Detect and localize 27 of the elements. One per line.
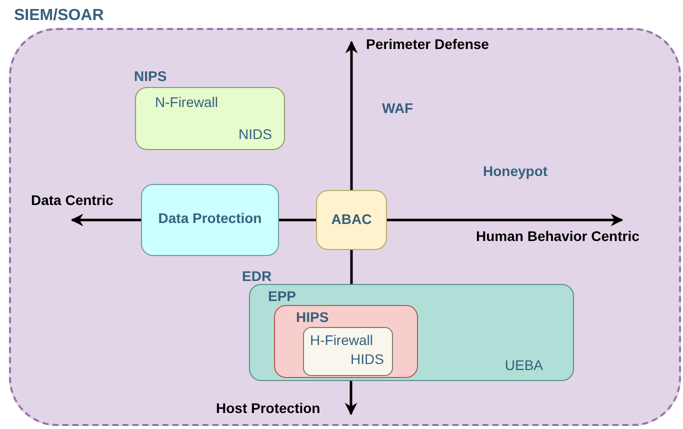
connector-line — [279, 218, 316, 222]
group-heading: H-Firewall — [310, 332, 373, 350]
component-label: ABAC — [330, 211, 373, 228]
component-label: UEBA — [504, 356, 543, 374]
connector-line — [350, 250, 353, 284]
component-box — [316, 190, 387, 250]
group-heading: EDR — [242, 268, 272, 286]
axis-arrow — [387, 214, 624, 226]
axis-arrow — [70, 214, 141, 226]
component-box — [303, 327, 393, 376]
axis-label: Perimeter Defense — [366, 36, 516, 54]
group-heading: NIPS — [134, 68, 167, 86]
component-label: Data Protection — [157, 210, 263, 228]
component-label: HIPS — [296, 309, 329, 326]
component-label: NIDS — [238, 126, 272, 143]
category-label: WAF — [382, 100, 414, 118]
axis-arrow — [344, 381, 358, 416]
group-heading: SIEM/SOAR — [14, 6, 104, 26]
group-heading: EPP — [268, 288, 296, 306]
axis-label: Data Centric — [31, 192, 132, 210]
component-box — [141, 184, 279, 256]
category-label: Honeypot — [483, 163, 548, 180]
axis-arrow — [345, 40, 358, 190]
axis-label: Human Behavior Centric — [476, 228, 675, 246]
axis-label: Host Protection — [216, 400, 356, 418]
component-label: HIDS — [350, 351, 384, 368]
component-label: N-Firewall — [155, 94, 218, 112]
